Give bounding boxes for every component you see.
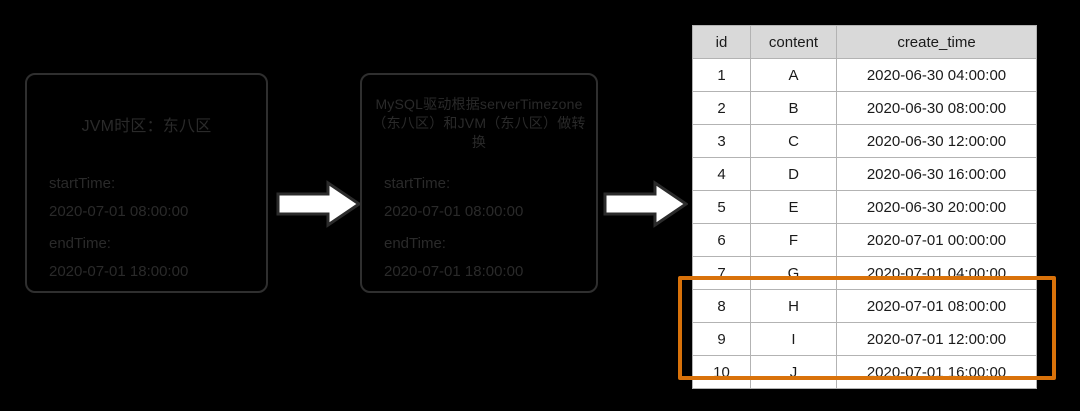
cell-id: 5 [692,190,751,224]
cell-create-time: 2020-07-01 16:00:00 [836,355,1037,389]
cell-content: H [750,289,837,323]
cell-create-time: 2020-06-30 04:00:00 [836,58,1037,92]
stage-title-mysql-driver: MySQL驱动根据serverTimezone（东八区）和JVM（东八区）做转换 [372,96,586,150]
cell-content: I [750,322,837,356]
stage-box-mysql-driver: MySQL驱动根据serverTimezone（东八区）和JVM（东八区）做转换… [360,73,598,293]
mysql-start-time-value: 2020-07-01 08:00:00 [384,203,524,220]
stage-box-jvm: JVM时区：东八区 startTime: 2020-07-01 08:00:00… [25,73,268,293]
arrow-right-icon [603,180,689,228]
cell-content: F [750,223,837,257]
table-header-row: id content create_time [692,25,1037,59]
cell-content: C [750,124,837,158]
cell-create-time: 2020-07-01 04:00:00 [836,256,1037,290]
cell-content: B [750,91,837,125]
mysql-end-time-label: endTime: [384,235,446,252]
column-header-content: content [750,25,837,59]
column-header-id: id [692,25,751,59]
cell-content: A [750,58,837,92]
mysql-end-time-value: 2020-07-01 18:00:00 [384,263,524,280]
cell-content: E [750,190,837,224]
jvm-start-time-block: startTime: 2020-07-01 08:00:00 [49,170,254,226]
cell-create-time: 2020-07-01 08:00:00 [836,289,1037,323]
jvm-end-time-value: 2020-07-01 18:00:00 [49,263,189,280]
mysql-start-time-block: startTime: 2020-07-01 08:00:00 [384,170,584,226]
cell-id: 7 [692,256,751,290]
arrow-right-icon [276,180,362,228]
cell-create-time: 2020-06-30 12:00:00 [836,124,1037,158]
cell-content: J [750,355,837,389]
cell-id: 1 [692,58,751,92]
cell-create-time: 2020-06-30 16:00:00 [836,157,1037,191]
column-header-create-time: create_time [836,25,1037,59]
mysql-end-time-block: endTime: 2020-07-01 18:00:00 [384,230,584,286]
jvm-start-time-label: startTime: [49,175,116,192]
cell-id: 4 [692,157,751,191]
jvm-end-time-block: endTime: 2020-07-01 18:00:00 [49,230,254,286]
jvm-end-time-label: endTime: [49,235,111,252]
cell-content: G [750,256,837,290]
cell-id: 6 [692,223,751,257]
cell-id: 9 [692,322,751,356]
cell-create-time: 2020-06-30 08:00:00 [836,91,1037,125]
mysql-start-time-label: startTime: [384,175,451,192]
jvm-start-time-value: 2020-07-01 08:00:00 [49,203,189,220]
cell-create-time: 2020-06-30 20:00:00 [836,190,1037,224]
cell-create-time: 2020-07-01 00:00:00 [836,223,1037,257]
stage-title-jvm: JVM时区：东八区 [81,118,212,135]
cell-create-time: 2020-07-01 12:00:00 [836,322,1037,356]
cell-id: 2 [692,91,751,125]
cell-content: D [750,157,837,191]
cell-id: 10 [692,355,751,389]
cell-id: 8 [692,289,751,323]
cell-id: 3 [692,124,751,158]
